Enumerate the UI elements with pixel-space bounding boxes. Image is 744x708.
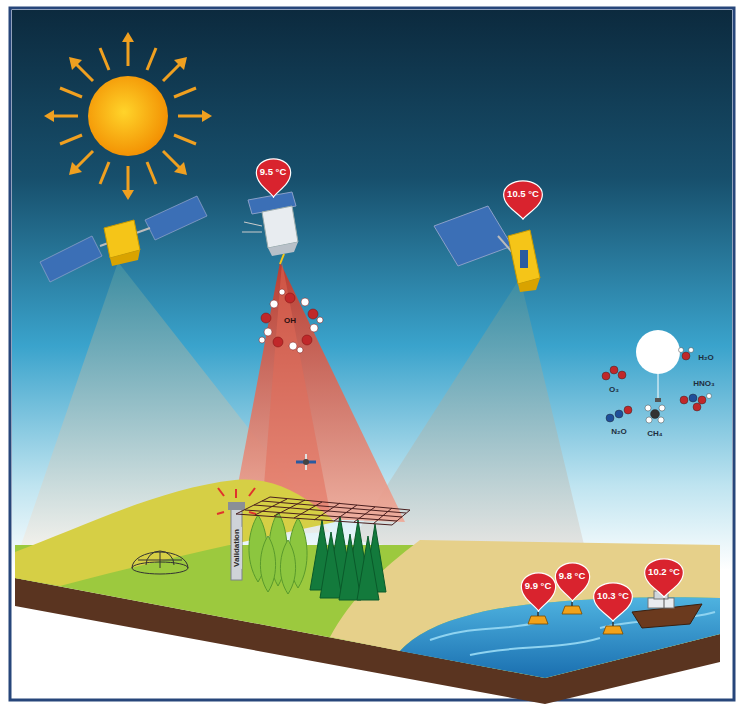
map-pin: 9.8 °C: [553, 562, 592, 602]
pin-shape: [553, 562, 592, 602]
molecule-label: CH₄: [647, 430, 662, 438]
map-pin: 10.2 °C: [642, 558, 686, 598]
pin-shape: [642, 558, 686, 598]
map-pin: 9.5 °C: [254, 158, 293, 198]
molecule-label: H₂O: [698, 354, 714, 362]
temperature-value: 9.5 °C: [254, 158, 293, 186]
temperature-value: 9.9 °C: [519, 572, 558, 600]
temperature-value: 9.8 °C: [553, 562, 592, 590]
map-pin: 10.3 °C: [591, 582, 635, 622]
temperature-value: 10.5 °C: [501, 180, 545, 208]
pin-shape: [501, 180, 545, 220]
molecule-label: HNO₃: [693, 380, 714, 388]
pin-shape: [591, 582, 635, 622]
molecule-label: N₂O: [611, 428, 627, 436]
molecule-label: OH: [284, 317, 296, 325]
pin-shape: [519, 572, 558, 612]
molecule-label: O₃: [609, 386, 619, 394]
tower-label: Validation: [232, 527, 242, 569]
pin-shape: [254, 158, 293, 198]
temperature-value: 10.2 °C: [642, 558, 686, 586]
temperature-value: 10.3 °C: [591, 582, 635, 610]
map-pin: 9.9 °C: [519, 572, 558, 612]
map-pin: 10.5 °C: [501, 180, 545, 220]
